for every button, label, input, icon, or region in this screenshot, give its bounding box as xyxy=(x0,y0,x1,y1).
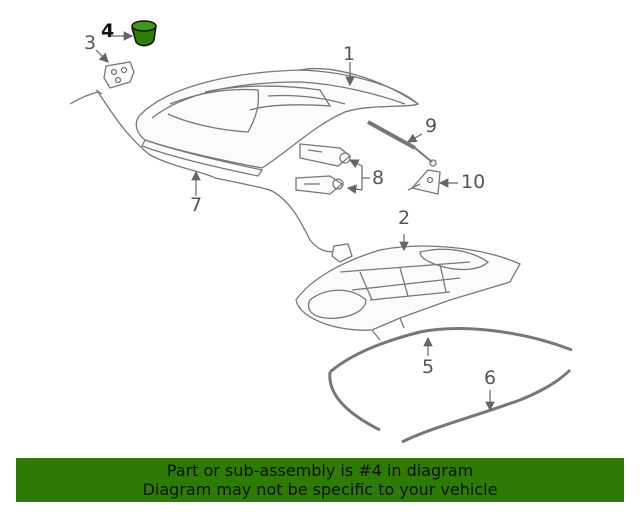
notice-line-part: Part or sub-assembly is #4 in diagram xyxy=(166,461,474,480)
support-strut-part xyxy=(367,120,437,167)
callout-3: 3 xyxy=(84,32,97,54)
callout-10: 10 xyxy=(461,171,486,193)
callout-2: 2 xyxy=(398,207,411,229)
callout-9: 9 xyxy=(425,115,438,137)
callout-4: 4 xyxy=(101,20,115,42)
latch-assembly-part xyxy=(295,143,352,195)
rear-seal-part xyxy=(401,368,572,444)
strut-bracket-part xyxy=(407,169,441,195)
weatherstrip-seal-part xyxy=(328,327,573,432)
hood-bumper-part xyxy=(131,20,157,47)
hood-part xyxy=(135,67,420,177)
callout-5: 5 xyxy=(422,356,435,378)
callout-7: 7 xyxy=(190,194,203,216)
hinge-bracket-part xyxy=(103,61,135,89)
hood-insulator-part xyxy=(295,245,521,341)
diagram-drawing xyxy=(69,20,573,444)
callout-1: 1 xyxy=(343,43,356,65)
diagram-notice-banner: Part or sub-assembly is #4 in diagram Di… xyxy=(16,458,624,502)
parts-diagram: 1 2 3 4 5 6 7 8 9 10 xyxy=(69,20,573,444)
callout-8: 8 xyxy=(372,167,385,189)
release-cable-part xyxy=(69,89,353,263)
callout-6: 6 xyxy=(484,367,497,389)
notice-line-disclaimer: Diagram may not be specific to your vehi… xyxy=(142,480,498,499)
leader-lines xyxy=(95,31,495,412)
